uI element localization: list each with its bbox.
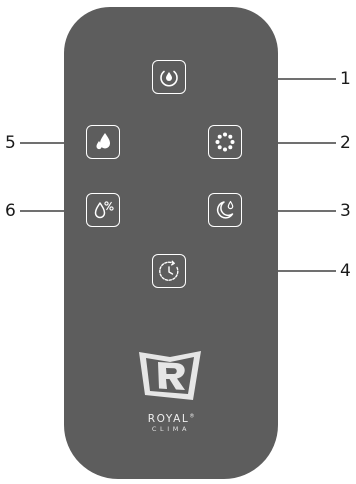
dot bbox=[228, 145, 233, 150]
water-drops-icon bbox=[96, 133, 110, 150]
brand-name: ROYAL® bbox=[147, 413, 195, 425]
dot bbox=[230, 140, 235, 144]
callout-number-4: 4 bbox=[340, 261, 351, 281]
dot bbox=[228, 134, 233, 139]
dehumidify-button[interactable] bbox=[86, 125, 120, 159]
royal-clima-logo-icon bbox=[139, 351, 201, 400]
dot bbox=[215, 140, 220, 144]
power-drop-icon bbox=[160, 70, 178, 87]
callout-number-3: 3 bbox=[340, 201, 351, 221]
dots-circle-icon bbox=[215, 132, 235, 152]
timer-button[interactable] bbox=[152, 254, 186, 288]
moon-drop-icon bbox=[216, 200, 234, 219]
callout-number-1: 1 bbox=[340, 69, 351, 89]
humidity-setting-button[interactable] bbox=[86, 193, 120, 227]
callout-number-5: 5 bbox=[5, 133, 16, 153]
timer-icon bbox=[159, 260, 179, 281]
dot bbox=[223, 147, 227, 152]
brand-subtitle: CLIMA bbox=[151, 425, 191, 433]
drop-percent-icon bbox=[94, 201, 114, 219]
dot bbox=[223, 132, 227, 137]
fan-speed-button[interactable] bbox=[208, 125, 242, 159]
callout-number-2: 2 bbox=[340, 133, 351, 153]
dot bbox=[217, 145, 222, 150]
sleep-mode-button[interactable] bbox=[208, 193, 242, 227]
power-button[interactable] bbox=[152, 60, 186, 94]
callout-number-6: 6 bbox=[5, 201, 16, 221]
dot bbox=[217, 134, 222, 139]
